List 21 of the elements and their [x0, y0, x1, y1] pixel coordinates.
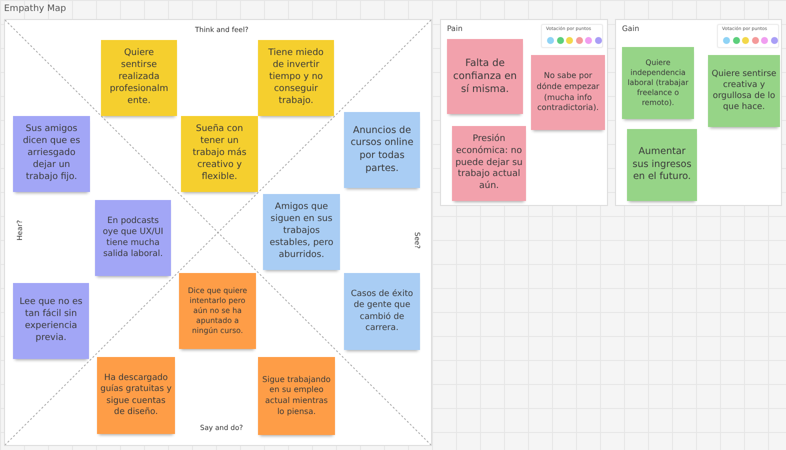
voting-widget — [541, 24, 603, 48]
voting-widget — [717, 24, 779, 48]
sticky-note: Sigue trabajando en su empleo actual mientras lo piensa. — [258, 357, 335, 435]
sticky-note: Amigos que siguen en sus trabajos estables, pero aburridos. — [263, 194, 340, 270]
sticky-note: Quiere sentirse realizada profesionalmente. — [101, 40, 177, 116]
sticky-note: Ha descargado guías gratuitas y sigue cuentas de diseño. — [97, 357, 175, 434]
sticky-note: Sueña con tener un trabajo más creativo y flexible. — [181, 116, 258, 192]
sticky-note: Anuncios de cursos online por todas partes. — [344, 112, 420, 188]
sticky-note: Quiere sentirse creativa y orgullosa de lo que hace. — [708, 55, 780, 127]
board-panel — [615, 19, 782, 206]
sticky-note: Aumentar sus ingresos en el futuro. — [627, 129, 697, 201]
sticky-note: Casos de éxito de gente que cambió de carrera. — [344, 273, 420, 350]
sticky-note: Falta de confianza en sí misma. — [447, 39, 523, 114]
frame-title: Empathy Map — [4, 4, 66, 14]
sticky-note: Sus amigos dicen que es arriesgado dejar un trabajo fijo. — [13, 116, 90, 192]
sticky-note: En podcasts oye que UX/UI tiene mucha salida laboral. — [95, 200, 171, 276]
board-panel — [440, 19, 608, 206]
sticky-note: Lee que no es tan fácil sin experiencia previa. — [13, 283, 89, 359]
sticky-note: No sabe por dónde empezar (mucha info contradictoria). — [531, 55, 605, 130]
sticky-note: Tiene miedo de invertir tiempo y no conseguir trabajo. — [258, 40, 334, 116]
sticky-note: Presión económica: no puede dejar su trabajo actual aún. — [452, 126, 526, 201]
